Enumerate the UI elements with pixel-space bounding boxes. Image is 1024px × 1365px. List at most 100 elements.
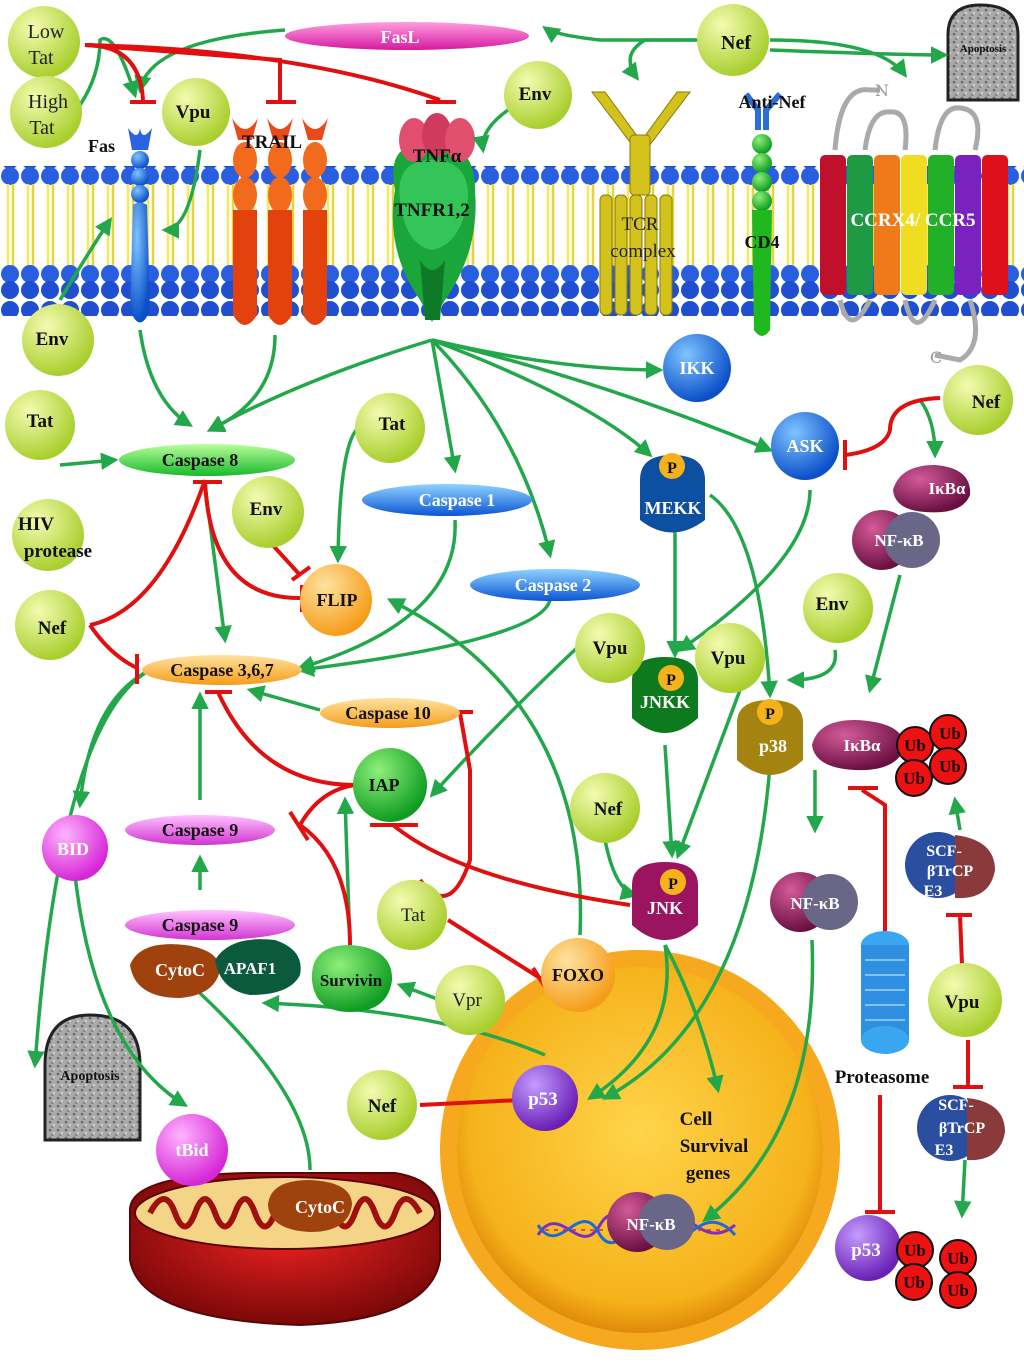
nfkb-nucleus: NF-κB (607, 1192, 695, 1252)
cd4-receptor: CD4 Anti-Nef (739, 92, 806, 336)
hiv-protease: HIV protease (12, 499, 92, 571)
nef-right: Nef (943, 365, 1013, 435)
ub-label-4: Ub (939, 757, 961, 776)
p53-ubiquitin (895, 1231, 977, 1309)
nef-right-label: Nef (972, 392, 1001, 413)
tcr-label-2: complex (610, 241, 676, 262)
jnkk: P JNKK (632, 657, 698, 733)
ask-label: ASK (786, 436, 823, 456)
fas-label: Fas (88, 136, 115, 156)
caspase9-lower-label: Caspase 9 (162, 915, 239, 935)
high-tat-line2: Tat (29, 117, 55, 139)
jnk: P JNK (632, 862, 698, 940)
tat-lower-label: Tat (401, 905, 426, 926)
nef-left-label: Nef (38, 618, 67, 639)
survivin: Survivin (311, 945, 393, 1012)
nfkb-label-top: NF-κB (874, 531, 923, 550)
nef-left: Nef (15, 590, 85, 660)
iap: IAP (353, 748, 427, 822)
p38-label: p38 (759, 736, 787, 756)
trail-label: TRAIL (242, 132, 302, 153)
flip-label: FLIP (316, 590, 357, 610)
scf-upper-line2: βTrCP (927, 863, 974, 880)
tat-middle-label: Tat (379, 414, 406, 435)
caspase-8: Caspase 8 (119, 444, 295, 476)
jnk-label: JNK (647, 898, 683, 918)
caspase367-label: Caspase 3,6,7 (170, 660, 274, 680)
scf-btrcp-e3-upper: SCF- βTrCP E3 (905, 832, 995, 900)
caspase8-label: Caspase 8 (162, 450, 239, 470)
ub-label-5: Ub (904, 1241, 926, 1260)
fasl-ligand: FasL (285, 22, 529, 50)
ccr-label: CCRX4/ CCR5 (850, 210, 975, 231)
tbid-label: tBid (175, 1140, 208, 1160)
c-terminus-label: C (930, 348, 942, 367)
nfkb-cytoplasm: NF-κB (770, 872, 858, 932)
ub-label-1: Ub (904, 736, 926, 755)
p53-label: p53 (528, 1089, 558, 1110)
tnfa-label: TNFα (413, 146, 462, 167)
jnk-p-label: P (668, 876, 678, 893)
scf-btrcp-e3-lower: SCF- βTrCP E3 (917, 1095, 1005, 1161)
ccr-receptor: N C CCRX4/ CCR5 (820, 81, 1008, 367)
tat-left-label: Tat (27, 411, 54, 432)
survivin-label: Survivin (320, 971, 383, 990)
caspase-3-6-7: Caspase 3,6,7 (142, 655, 302, 685)
ikba-nfkb-complex: IκBα NF-κB (852, 465, 971, 570)
scf-upper-line1: SCF- (926, 843, 962, 860)
tat-left: Tat (5, 390, 75, 460)
high-tat: High Tat (10, 76, 82, 148)
env-right: Env (803, 573, 873, 643)
env-top-label: Env (519, 84, 552, 105)
vpu-top-label: Vpu (176, 102, 211, 123)
flip: FLIP (300, 564, 372, 636)
cd4-label: CD4 (745, 232, 780, 252)
tcr-complex: TCR complex (590, 91, 692, 316)
cytoc-mito-label: CytoC (295, 1197, 345, 1217)
vpr-label: Vpr (452, 990, 482, 1011)
p53-nucleus: p53 (512, 1065, 578, 1131)
caspase9-upper-label: Caspase 9 (162, 820, 239, 840)
vpu-top: Vpu (162, 78, 230, 146)
tat-middle: Tat (355, 393, 425, 463)
cytoc-mitochondrion: CytoC (268, 1180, 352, 1232)
ikba-label: IκBα (844, 736, 881, 755)
env-left-label: Env (36, 329, 69, 350)
fasl-label: FasL (380, 27, 419, 47)
ikk-label: IKK (679, 358, 714, 378)
low-tat-line2: Tat (28, 47, 54, 69)
apaf1-label: APAF1 (224, 959, 277, 978)
apoptosis-label-bottom: Apoptosis (60, 1069, 120, 1084)
vpu-middle-right: Vpu (695, 623, 765, 693)
env-right-label: Env (816, 594, 849, 615)
inhibition-arrows (84, 43, 983, 1214)
nef-top: Nef (697, 4, 769, 76)
env-top: Env (504, 61, 572, 129)
foxo-label: FOXO (552, 965, 604, 985)
ikba-label-top: IκBα (929, 479, 966, 498)
apoptosis-tombstone-bottom: Apoptosis (43, 1013, 142, 1142)
caspase-1: Caspase 1 (362, 484, 532, 516)
activation-arrows (27, 25, 972, 1223)
caspase-10: Caspase 10 (320, 698, 460, 728)
fas-receptor: Fas (88, 128, 152, 323)
vpu-right-label: Vpu (945, 992, 980, 1013)
caspase-9-lower: Caspase 9 (125, 910, 295, 940)
scf-upper-line3: E3 (924, 883, 943, 900)
hiv-protease-line2: protease (24, 541, 92, 562)
jnkk-label: JNKK (640, 692, 690, 712)
ikk: IKK (663, 334, 731, 402)
nef-middle: Nef (570, 773, 640, 843)
mekk: P MEKK (640, 453, 705, 533)
high-tat-line1: High (28, 91, 68, 113)
apoptosis-label-top: Apoptosis (960, 43, 1007, 55)
iap-label: IAP (369, 775, 400, 795)
env-left: Env (22, 304, 94, 376)
cell-survival-line2: Survival (680, 1136, 749, 1157)
low-tat-line1: Low (28, 21, 65, 43)
caspase2-label: Caspase 2 (515, 575, 592, 595)
env-middle: Env (232, 476, 304, 548)
ub-label-8: Ub (947, 1281, 969, 1300)
